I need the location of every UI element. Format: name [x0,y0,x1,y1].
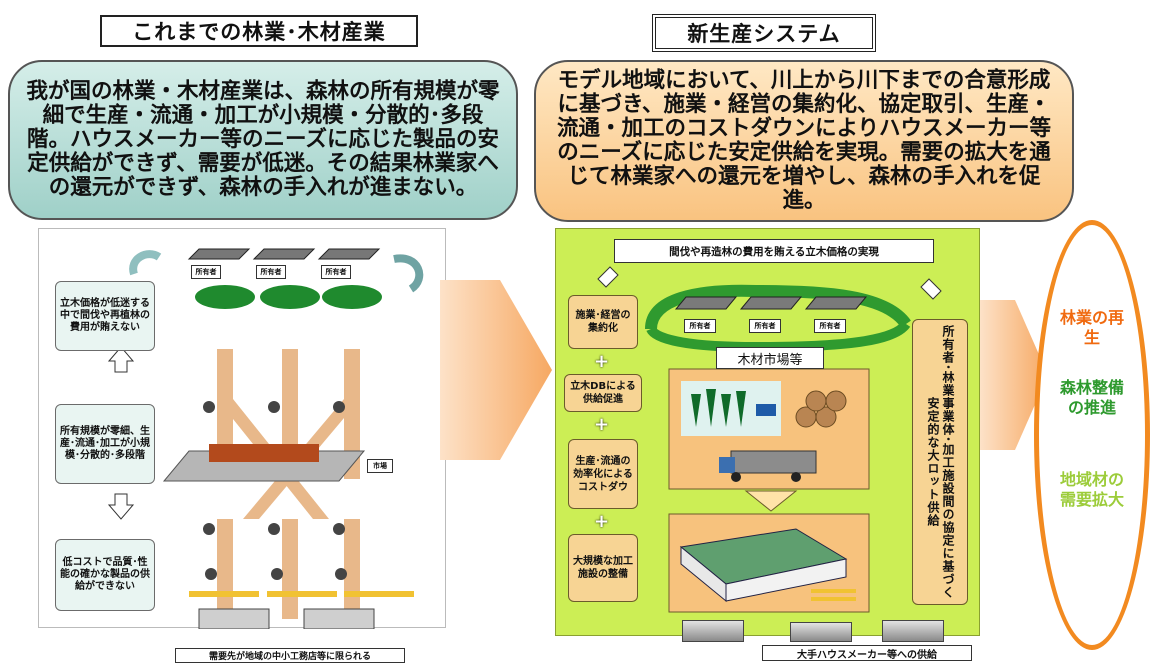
right-plus-2: + [594,414,610,435]
right-side-agreement-text: 所有者･林業事業体･加工施設間の協定に基づく安定的な大ロット供給 [926,324,955,599]
left-bottom-caption: 需要先が地域の中小工務店等に限られる [175,648,405,663]
right-side-agreement: 所有者･林業事業体･加工施設間の協定に基づく安定的な大ロット供給 [912,319,968,605]
left-caption-1: 立木価格が低迷する中で間伐や再植林の費用が賄えない [55,281,155,351]
right-owner-tag-2: 所有者 [749,319,781,333]
right-market-label: 木材市場等 [716,347,824,369]
right-step-1: 施業･経営の集約化 [568,295,638,349]
right-supply-label: 大手ハウスメーカー等への供給 [762,645,972,661]
right-owner-tag-3: 所有者 [814,319,846,333]
right-to-outcome-arrow [980,300,1048,450]
outcome-3: 地域材の需要拡大 [1059,470,1124,509]
right-summary-bubble: モデル地域において、川上から川下までの合意形成に基づき、施業・経営の集約化、協定… [534,60,1074,222]
right-house-3 [882,620,944,642]
outcome-ellipse [1034,220,1150,650]
left-flow-illustration [107,248,424,629]
left-summary-text: 我が国の林業・木材産業は、森林の所有規模が零細で生産・流通・加工が小規模・分散的… [26,79,500,200]
right-house-2 [790,622,852,642]
right-summary-text: モデル地域において、川上から川下までの合意形成に基づき、施業・経営の集約化、協定… [556,68,1052,213]
left-title: これまでの林業･木材産業 [100,15,418,47]
left-owner-tag-3: 所有者 [321,265,351,279]
left-caption-3: 低コストで品質･性能の確かな製品の供給ができない [55,539,155,611]
right-step-4: 大規模な加工施設の整備 [568,534,638,602]
right-house-1 [682,620,744,642]
right-step-3: 生産･流通の効率化によるコストダウ [568,439,638,509]
left-market-tag: 市場 [367,459,393,473]
left-to-right-arrow [440,280,552,460]
right-flow-illustration [597,266,942,613]
left-caption-2: 所有規模が零細、生産･流通･加工が小規模･分散的･多段階 [55,404,155,484]
left-owner-tag-2: 所有者 [256,265,286,279]
left-diagram-panel: 所有者 所有者 所有者 市場 立木価格が低迷する中で間伐や再植林の費用が賄えない… [38,228,446,629]
left-owner-tag-1: 所有者 [191,265,221,279]
left-summary-bubble: 我が国の林業・木材産業は、森林の所有規模が零細で生産・流通・加工が小規模・分散的… [8,60,518,220]
right-diagram-panel: 間伐や再造林の費用を賄える立木価格の実現 [555,228,980,636]
right-owner-tag-1: 所有者 [684,319,716,333]
right-plus-1: + [594,351,610,372]
right-plus-3: + [594,511,610,532]
right-step-2: 立木DBによる供給促進 [564,374,642,412]
right-top-banner: 間伐や再造林の費用を賄える立木価格の実現 [614,239,934,263]
outcome-1: 林業の再生 [1059,308,1124,347]
outcome-2: 森林整備の推進 [1059,378,1124,417]
right-title: 新生産システム [652,14,876,52]
